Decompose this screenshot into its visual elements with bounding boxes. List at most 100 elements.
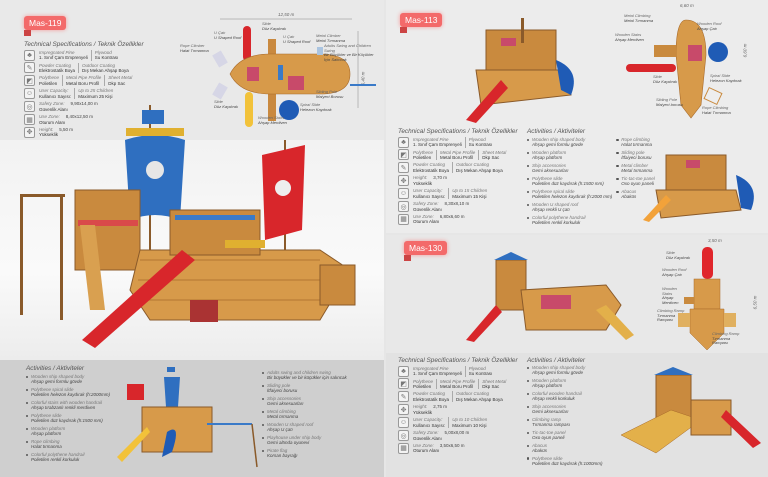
spec-label-en: Powder Coating (413, 391, 449, 396)
tech-specs: Technical Specifications / Teknik Özelli… (24, 41, 144, 138)
spec-label-tr: Dkp Sac (108, 80, 126, 86)
spec-label-en: Use Zone:8,40x12,50 m (39, 114, 93, 119)
activity-en: Colorful wooden handrail (532, 390, 582, 396)
material-icon: ◩ (398, 149, 409, 161)
spec-en-text: Impregnated Pine (413, 136, 449, 142)
spec-en-text: Use Zone: (413, 443, 434, 449)
product-render-image (20, 105, 356, 348)
activity-en: Wooden platform (31, 425, 66, 431)
top-view-diagram (626, 19, 728, 119)
spec-label-en: Outdoor Coating (82, 63, 129, 68)
spec-measure: 3,70 m (433, 175, 448, 181)
activity-tr: Halat tırmanma (621, 142, 653, 148)
spec-label-en: Powder Coating (39, 63, 75, 68)
activity-tr: Gemi altında oyunevi (267, 440, 310, 446)
spec-label-en: Safety Zone: 5,00x8,00 m (413, 430, 469, 435)
spec-label-en: User Capacity: (413, 417, 445, 422)
activity-tr: Bir büyükler ve bir küçükler için salınc… (267, 375, 347, 381)
specs-title: Technical Specifications / Teknik Özelli… (398, 357, 518, 364)
activity-tr: Metal tırmanma (267, 414, 299, 420)
spec-label-en: Impregnated Pine (413, 366, 462, 371)
activity-en: Rope climbing (31, 438, 60, 444)
activity-tr: Ahşap renkli U çatı (532, 207, 570, 213)
spec-label-tr: Kullanıcı Sayısı: (39, 93, 72, 99)
spec-measure: 8,30x8,10 m (444, 201, 470, 207)
spec-en-text: Outdoor Coating (82, 62, 116, 68)
activity-tr: Polietilen helezon kaydırak (h:2000 mm) (532, 194, 613, 200)
spec-measure: 5,50 m (59, 127, 74, 133)
spec-label-tr: Elektrostatik Boya (413, 396, 450, 402)
activity-tr: Oxo oyun paneli (621, 181, 654, 187)
spec-label-tr: Elektrostatik Boya (413, 167, 450, 173)
spec-en-text: Safety Zone: (413, 430, 439, 436)
width-dimension: 3,50 m (708, 238, 722, 243)
users-icon: ☺ (398, 417, 409, 429)
activity-en: Rope climbing (621, 137, 650, 142)
spec-label-tr: Elektrostatik Boya (39, 67, 76, 73)
spec-label-tr: Yükseklik (413, 180, 433, 186)
top-view-drawing (212, 18, 376, 127)
spec-measure: 3,50x6,50 m (439, 443, 465, 449)
activity-tr: Tırmanma rampası (532, 422, 571, 428)
spec-en-text: Height: (413, 175, 428, 181)
spec-en-text: Up to 10 Children (452, 417, 488, 423)
activity-en: Ship accessories (532, 162, 567, 168)
users-icon: ☺ (24, 88, 35, 100)
activity-en: Wooden ship shaped body (31, 374, 85, 379)
activity-en: Sliding pole (267, 382, 291, 388)
spec-en-text: Sheet Metal (482, 149, 507, 155)
activity-en: Polythene slide (532, 455, 563, 461)
spec-label-en: Use Zone:6,80x6,60 m (413, 214, 465, 219)
spec-label-tr: Güvenlik Alanı (413, 206, 442, 212)
pine-icon: ♣ (24, 49, 35, 61)
paint-icon: ✎ (398, 162, 409, 174)
activity-en: Tic-tac-toe panel (532, 429, 566, 435)
spec-label-tr: Metal Boru Profil (66, 80, 100, 86)
product-render-image (466, 18, 574, 123)
spec-measure: 2,75 m (433, 404, 448, 410)
spec-en-text: Polythene (413, 378, 434, 384)
spec-label-tr: Güvenlik Alanı (39, 106, 68, 112)
activity-en: Wooden platform (532, 377, 567, 383)
spec-en-text: Use Zone: (413, 214, 434, 220)
spec-label-tr: Polietilen (413, 154, 432, 160)
spec-measure: 5,00x8,00 m (444, 430, 470, 436)
spec-label-en: Powder Coating (413, 162, 449, 167)
